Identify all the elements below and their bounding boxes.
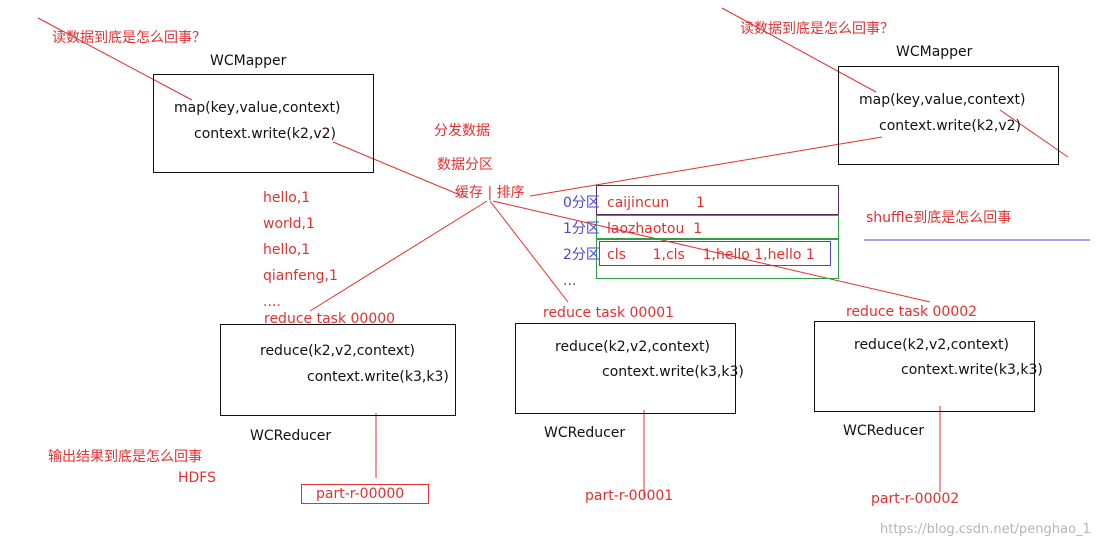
hdfs-label: HDFS bbox=[178, 470, 217, 486]
reducer-title-0: WCReducer bbox=[250, 428, 332, 444]
reduce-task-label-1: reduce task 00001 bbox=[543, 305, 675, 321]
reduce-signature-0: reduce(k2,v2,context) bbox=[260, 343, 415, 359]
cache-to-reduce-2 bbox=[492, 200, 931, 303]
distribute-label: 分发数据 bbox=[434, 123, 490, 139]
mapper-to-cache-right bbox=[529, 136, 883, 197]
context-write-2: context.write(k3,k3) bbox=[901, 362, 1043, 378]
context-write-right: context.write(k2,v2) bbox=[879, 118, 1021, 134]
partition-box-1 bbox=[596, 215, 839, 239]
partition-content-1: laozhaotou 1 bbox=[607, 221, 703, 237]
read-question-left: 读数据到底是怎么回事？ bbox=[52, 30, 206, 46]
partition-label-1: 1分区 bbox=[563, 221, 600, 237]
partition-more: ... bbox=[563, 273, 577, 289]
read-question-right: 读数据到底是怎么回事？ bbox=[740, 21, 894, 37]
output-file-1: part-r-00001 bbox=[585, 488, 674, 504]
shuffle-question: shuffle到底是怎么回事 bbox=[866, 210, 1012, 226]
partition-label-2: 2分区 bbox=[563, 247, 600, 263]
pair-item: world,1 bbox=[263, 216, 315, 232]
pair-item: hello,1 bbox=[263, 242, 311, 258]
reduce-signature-1: reduce(k2,v2,context) bbox=[555, 339, 710, 355]
reducer-box-1 bbox=[515, 323, 736, 414]
mapper-box-right bbox=[838, 66, 1059, 165]
reduce-signature-2: reduce(k2,v2,context) bbox=[854, 337, 1009, 353]
mapper-box-left bbox=[153, 74, 374, 173]
output-question: 输出结果到底是怎么回事 bbox=[48, 449, 202, 465]
partition-box-0 bbox=[596, 185, 839, 215]
partition-content-2: cls 1,cls 1,hello 1,hello 1 bbox=[607, 247, 815, 263]
mapper-title-left: WCMapper bbox=[210, 53, 287, 69]
mapper-to-cache-left bbox=[332, 141, 461, 196]
pair-item: qianfeng,1 bbox=[263, 268, 338, 284]
watermark: https://blog.csdn.net/penghao_1 bbox=[880, 522, 1091, 537]
partition-content-0: caijincun 1 bbox=[607, 195, 705, 211]
reduce-task-label-0: reduce task 00000 bbox=[264, 311, 396, 327]
cache-to-reduce-0 bbox=[309, 200, 488, 312]
output-file-2: part-r-00002 bbox=[871, 491, 960, 507]
reducer-box-2 bbox=[814, 321, 1035, 412]
partition-box-2 bbox=[599, 241, 831, 266]
reducer-title-2: WCReducer bbox=[843, 423, 925, 439]
context-write-left: context.write(k2,v2) bbox=[194, 126, 336, 142]
mapper-title-right: WCMapper bbox=[896, 44, 973, 60]
pair-item: .... bbox=[263, 294, 281, 310]
read-arrow-right bbox=[721, 7, 877, 93]
reduce-task-label-2: reduce task 00002 bbox=[846, 304, 978, 320]
map-signature-left: map(key,value,context) bbox=[174, 100, 341, 116]
partition-label-0: 0分区 bbox=[563, 195, 600, 211]
right-mapper-cross bbox=[999, 109, 1069, 158]
output-file-0: part-r-00000 bbox=[316, 486, 405, 502]
map-signature-right: map(key,value,context) bbox=[859, 92, 1026, 108]
reducer-title-1: WCReducer bbox=[544, 425, 626, 441]
reducer-box-0 bbox=[220, 324, 456, 416]
partition-label: 数据分区 bbox=[437, 157, 493, 173]
cache-sort-label: 缓存 | 排序 bbox=[455, 185, 525, 201]
read-arrow-left bbox=[37, 17, 193, 101]
partition-box-2-outer bbox=[596, 239, 839, 279]
context-write-0: context.write(k3,k3) bbox=[307, 369, 449, 385]
cache-to-reduce-1 bbox=[489, 200, 569, 303]
context-write-1: context.write(k3,k3) bbox=[602, 364, 744, 380]
pair-item: hello,1 bbox=[263, 190, 311, 206]
output-box-0 bbox=[301, 484, 429, 504]
